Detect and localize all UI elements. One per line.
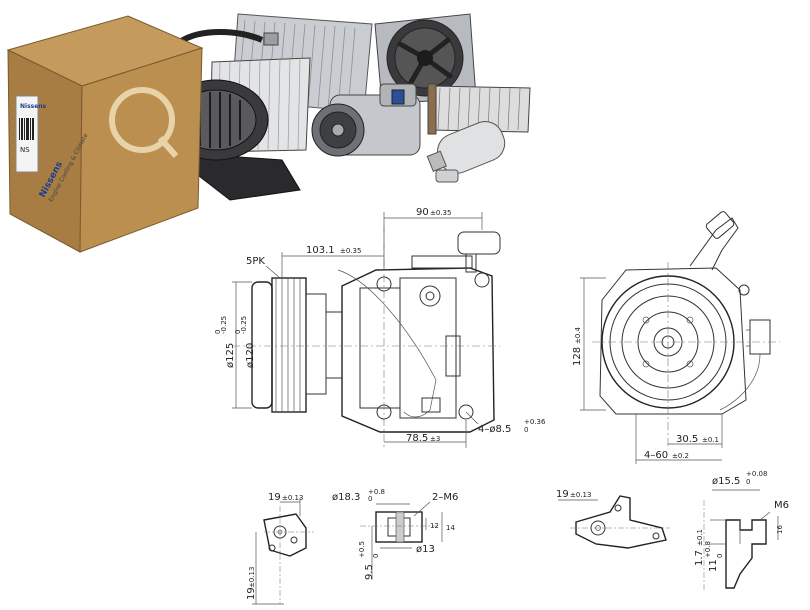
dim-78-tol: ±3 — [430, 435, 440, 443]
box-label-brand: Nissens — [20, 103, 47, 110]
dim-103: 103.1 ±0.35 — [281, 245, 384, 278]
pulley-label-5pk: 5PK — [246, 256, 281, 279]
detail-mid-12: 12 — [430, 522, 439, 530]
dim-30-tol: ±0.1 — [702, 436, 719, 444]
receiver-drier-icon — [426, 121, 506, 183]
detail-left-19-top: 19 — [268, 492, 281, 503]
detail-mid-9-tol-upper: +0.5 — [358, 541, 366, 558]
detail-mid-14: 14 — [446, 524, 455, 532]
dim-103-tol: ±0.35 — [340, 247, 361, 255]
radiator-fan-icon — [374, 13, 477, 105]
pulley-belt — [271, 277, 307, 413]
detail-left-fitting: 19 ±0.13 19 ±0.13 — [246, 492, 314, 605]
dim-128-tol: ±0.4 — [574, 326, 582, 344]
dim-128-value: 128 — [572, 347, 583, 366]
dim-holes: 4–ø8.5 +0.36 0 — [465, 411, 546, 435]
detail-right-11: 11 — [708, 559, 719, 572]
dim-90-tol: ±0.35 — [430, 209, 451, 217]
dim-dia-120: ø120 -0.25 0 — [234, 316, 256, 368]
dim-30: 30.5 ±0.1 — [668, 414, 723, 448]
dim-128: 128 ±0.4 — [572, 277, 606, 411]
detail-middle-fitting: ø18.3 +0.8 0 2–M6 12 14 9.5 +0.5 0 ø13 — [332, 488, 458, 580]
detail-right-dia-15-tol-upper: +0.08 — [746, 470, 767, 478]
compressor-main-view: 90 ±0.35 103.1 ±0.35 5PK ø125 -0.25 0 ø1… — [214, 207, 546, 450]
detail-right-11-tol-upper: +0.8 — [704, 541, 712, 558]
compressor-body — [341, 267, 495, 433]
product-photo-collage: Nissens NS Nissens Engine Cooling & Clim… — [6, 13, 531, 253]
box-label-code: NS — [20, 146, 30, 154]
detail-mid-9-tol-lower: 0 — [372, 554, 380, 558]
dim-90-value: 90 — [416, 207, 429, 218]
dia-125-tol-upper: 0 — [214, 330, 222, 334]
heater-core-icon — [427, 83, 531, 135]
compressor-side-view: 128 ±0.4 30.5 ±0.1 4–60 ±0.2 — [572, 211, 780, 464]
detail-mid-thread: 2–M6 — [432, 492, 458, 503]
box-icon: Nissens NS Nissens Engine Cooling & Clim… — [6, 15, 204, 253]
detail-mid-dia-18-tol-lower: 0 — [368, 495, 372, 503]
dia-120-tol-upper: 0 — [234, 330, 242, 334]
fitting-plate-right — [575, 495, 667, 549]
dim-dia-125: ø125 -0.25 0 — [214, 281, 252, 409]
dia-125-tol: -0.25 — [220, 316, 228, 334]
detail-right-19-tol: ±0.13 — [570, 491, 591, 499]
detail-mid-dia-18: ø18.3 — [332, 492, 360, 503]
dim-30-value: 30.5 — [676, 434, 698, 445]
holes-tol-lower: 0 — [524, 426, 528, 434]
quality-logo — [109, 87, 175, 153]
dim-90: 90 ±0.35 — [383, 207, 483, 270]
dim-78-value: 78.5 — [406, 433, 428, 444]
detail-right-dia-15-tol-lower: 0 — [746, 478, 750, 486]
dim-103-value: 103.1 — [306, 245, 335, 256]
detail-left-19-top-tol: ±0.13 — [282, 494, 303, 502]
detail-right-11-tol-lower: 0 — [716, 554, 724, 558]
dia-120-tol: -0.25 — [240, 316, 248, 334]
detail-right-16: 16 — [776, 525, 784, 534]
holes-tol-upper: +0.36 — [524, 418, 546, 426]
dim-60: 4–60 ±0.2 — [635, 414, 722, 464]
detail-left-19-side-tol: ±0.13 — [248, 567, 256, 588]
detail-right-dia-15: ø15.5 — [712, 476, 740, 487]
detail-mid-9: 9.5 — [364, 564, 375, 580]
ac-compressor-icon — [311, 83, 421, 157]
fitting-section-right — [725, 519, 767, 589]
detail-right-19: 19 — [556, 489, 569, 500]
dim-60-value: 4–60 — [644, 450, 668, 461]
detail-right-fitting: 19 ±0.13 ø15.5 +0.08 0 M6 16 1.7 ±0.1 11… — [556, 470, 789, 590]
dim-60-tol: ±0.2 — [672, 452, 689, 460]
detail-right-1-7: 1.7 — [694, 550, 705, 566]
dia-125-value: ø125 — [225, 343, 236, 368]
detail-mid-dia-18-tol-upper: +0.8 — [368, 488, 385, 496]
detail-right-1-7-tol: ±0.1 — [696, 529, 704, 546]
dim-78: 78.5 ±3 — [384, 420, 467, 448]
detail-mid-dia-13: ø13 — [416, 544, 435, 555]
pulley-label-text: 5PK — [246, 256, 265, 267]
detail-left-19-side: 19 — [246, 587, 257, 600]
detail-right-thread: M6 — [774, 500, 789, 511]
dia-120-value: ø120 — [245, 343, 256, 368]
holes-value: 4–ø8.5 — [478, 424, 511, 435]
